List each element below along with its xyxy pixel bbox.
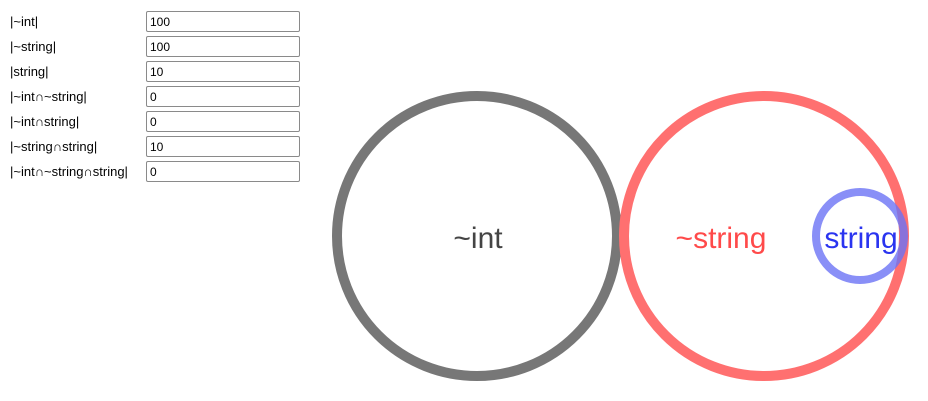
- string-circle: [812, 188, 908, 284]
- field-row: |~int∩~string∩string|: [10, 159, 300, 184]
- input-not-int-and-not-string[interactable]: [146, 86, 300, 107]
- string-label: string: [824, 222, 897, 255]
- not-string-label: ~string: [676, 222, 767, 255]
- field-label-not-int-and-not-string: |~int∩~string|: [10, 89, 87, 104]
- field-label-all-three: |~int∩~string∩string|: [10, 164, 128, 179]
- not-int-label: ~int: [453, 222, 503, 255]
- field-row: |~string|: [10, 34, 300, 59]
- input-not-string[interactable]: [146, 36, 300, 57]
- set-size-form: |~int| |~string| |string| |~int∩~string|…: [10, 9, 300, 184]
- input-not-string-and-string[interactable]: [146, 136, 300, 157]
- input-not-int-and-string[interactable]: [146, 111, 300, 132]
- field-row: |~int|: [10, 9, 300, 34]
- field-row: |~int∩string|: [10, 109, 300, 134]
- not-int-circle: [332, 91, 622, 381]
- field-label-not-int: |~int|: [10, 14, 39, 29]
- field-label-not-string: |~string|: [10, 39, 57, 54]
- field-row: |~int∩~string|: [10, 84, 300, 109]
- field-label-not-string-and-string: |~string∩string|: [10, 139, 98, 154]
- input-string[interactable]: [146, 61, 300, 82]
- field-row: |~string∩string|: [10, 134, 300, 159]
- field-label-string: |string|: [10, 64, 49, 79]
- input-all-three[interactable]: [146, 161, 300, 182]
- input-not-int[interactable]: [146, 11, 300, 32]
- field-label-not-int-and-string: |~int∩string|: [10, 114, 80, 129]
- field-row: |string|: [10, 59, 300, 84]
